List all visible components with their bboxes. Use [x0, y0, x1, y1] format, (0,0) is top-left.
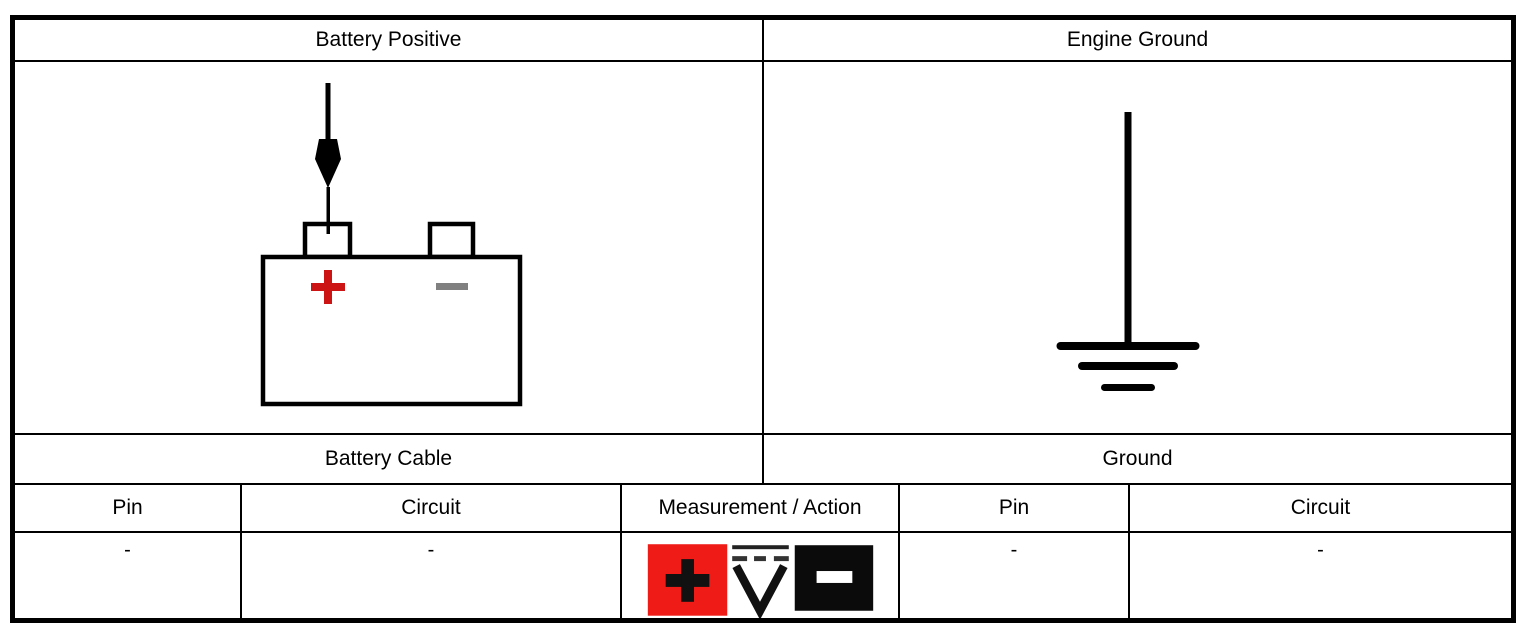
measurement-action-header: Measurement / Action [622, 485, 900, 531]
negative-probe-icon [794, 545, 874, 611]
measurement-icons [647, 544, 874, 618]
plus-terminal-icon [311, 270, 345, 304]
negative-terminal [427, 221, 476, 260]
right-pin-value: - [900, 533, 1130, 618]
probe-icon [315, 83, 341, 233]
right-title: Engine Ground [1066, 28, 1209, 51]
title-row: Battery Positive Engine Ground [15, 20, 1511, 62]
measurement-table: Battery Positive Engine Ground [10, 15, 1516, 623]
left-pin-header: Pin [15, 485, 242, 531]
battery-symbol [260, 83, 523, 407]
ground-symbol [1056, 112, 1200, 391]
left-component-label: Battery Cable [15, 435, 764, 483]
column-header-row: Pin Circuit Measurement / Action Pin Cir… [15, 485, 1511, 533]
minus-terminal-icon [436, 283, 468, 290]
right-component-label: Ground [1102, 447, 1173, 470]
value-row: - - [15, 533, 1511, 618]
right-circuit-header: Circuit [1290, 496, 1351, 519]
battery-body [260, 254, 523, 407]
measurement-action-cell [622, 533, 900, 618]
left-circuit-value: - [242, 533, 622, 618]
symbol-row [15, 62, 1511, 435]
positive-probe-icon [647, 544, 728, 616]
engine-ground-cell [764, 62, 1511, 433]
right-circuit-value: - [1317, 539, 1324, 561]
dc-voltage-icon [732, 545, 789, 618]
left-title: Battery Positive [15, 20, 764, 60]
right-pin-header: Pin [900, 485, 1130, 531]
left-circuit-header: Circuit [242, 485, 622, 531]
component-label-row: Battery Cable Ground [15, 435, 1511, 485]
left-pin-value: - [15, 533, 242, 618]
battery-positive-cell [15, 62, 764, 433]
